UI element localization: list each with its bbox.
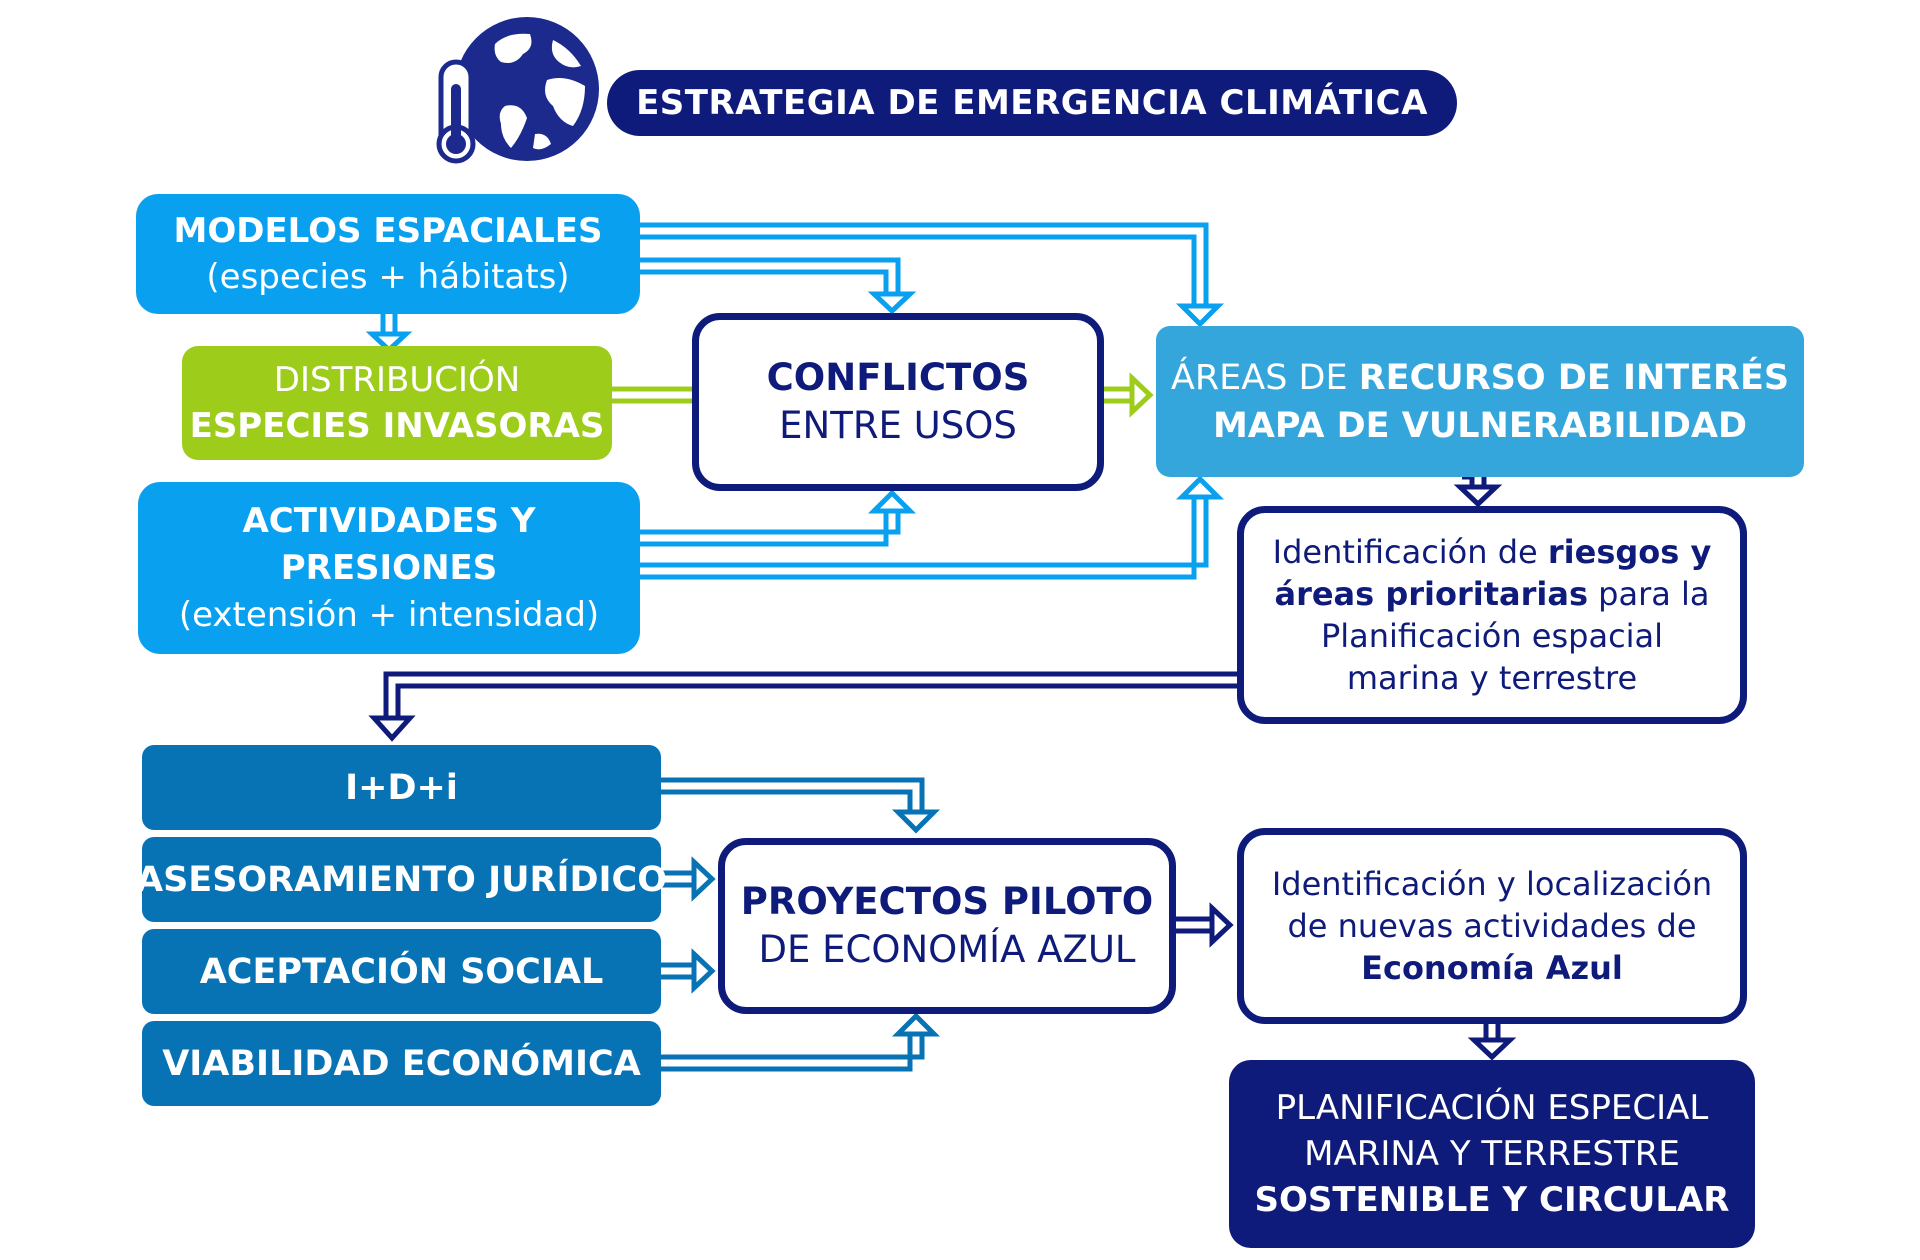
proyectos-title: PROYECTOS PILOTO [740, 880, 1154, 923]
viabilidad-label: VIABILIDAD ECONÓMICA [162, 1043, 641, 1084]
areas-line2: MAPA DE VULNERABILIDAD [1212, 405, 1748, 446]
arrow-modelos-to-distribucion [365, 314, 413, 354]
arrow-proyectos-to-identificacion2 [1176, 902, 1234, 948]
asesoramiento-label: ASESORAMIENTO JURÍDICO [136, 859, 667, 900]
areas-line1-bold: RECURSO DE INTERÉS [1358, 357, 1790, 398]
modelos-title: MODELOS ESPACIALES [173, 211, 603, 251]
identificacion1-line3: Planificación espacial [1320, 617, 1664, 655]
box-proyectos-piloto: PROYECTOS PILOTO DE ECONOMÍA AZUL [718, 838, 1176, 1014]
box-distribucion-especies-invasoras: DISTRIBUCIÓN ESPECIES INVASORAS [182, 346, 612, 460]
actividades-line1: ACTIVIDADES Y [242, 500, 536, 541]
box-asesoramiento-juridico: ASESORAMIENTO JURÍDICO [136, 837, 667, 922]
arrow-conflictos-to-areas [1104, 372, 1154, 418]
arrow-idi-to-proyectos [661, 777, 941, 834]
box-identificacion-economia-azul: Identificación y localización de nuevas … [1237, 828, 1747, 1024]
arrow-identificacion-to-idi [368, 671, 1237, 742]
identificacion1-line4: marina y terrestre [1346, 659, 1638, 697]
identificacion1-line1: Identificación de riesgos y [1273, 531, 1712, 573]
globe-thermometer-icon [436, 17, 599, 164]
arrow-modelos-to-conflictos [640, 257, 917, 315]
box-actividades-presiones: ACTIVIDADES Y PRESIONES (extensión + int… [138, 482, 640, 654]
proyectos-subtitle: DE ECONOMÍA AZUL [758, 928, 1136, 971]
box-idi: I+D+i [142, 745, 661, 830]
arrow-actividades-to-areas [640, 475, 1225, 580]
areas-line1-prefix: ÁREAS DE [1170, 357, 1359, 398]
distribucion-line2: ESPECIES INVASORAS [189, 406, 605, 446]
arrow-identificacion2-to-planificacion [1467, 1024, 1517, 1061]
idi-label: I+D+i [345, 767, 458, 808]
planificacion-line1: PLANIFICACIÓN ESPECIAL [1275, 1088, 1709, 1128]
arrow-areas-to-identificacion [1453, 474, 1503, 508]
arrow-actividades-to-conflictos [640, 489, 917, 547]
aceptacion-label: ACEPTACIÓN SOCIAL [199, 951, 604, 992]
identificacion2-line3: Economía Azul [1361, 949, 1623, 987]
identificacion1-line1-bold: riesgos y [1547, 533, 1712, 571]
box-aceptacion-social: ACEPTACIÓN SOCIAL [142, 929, 661, 1014]
modelos-subtitle: (especies + hábitats) [206, 257, 570, 297]
identificacion2-line2: de nuevas actividades de [1287, 907, 1697, 945]
conflictos-subtitle: ENTRE USOS [779, 404, 1017, 447]
conflictos-title: CONFLICTOS [766, 356, 1030, 399]
box-areas-recurso-interes: ÁREAS DE RECURSO DE INTERÉS MAPA DE VULN… [1156, 326, 1804, 477]
actividades-line3: (extensión + intensidad) [178, 594, 600, 635]
identificacion2-line1: Identificación y localización [1271, 865, 1713, 903]
arrow-modelos-to-areas [640, 222, 1225, 328]
identificacion1-line1-normal: Identificación de [1272, 533, 1548, 571]
arrow-asesoramiento-to-proyectos [661, 856, 716, 902]
identificacion1-line2-bold: áreas prioritarias [1274, 575, 1588, 613]
actividades-line2: PRESIONES [280, 547, 498, 588]
identificacion1-line2: áreas prioritarias para la [1274, 573, 1709, 615]
areas-line1: ÁREAS DE RECURSO DE INTERÉS [1171, 354, 1789, 402]
arrow-distribucion-to-conflictos [612, 386, 692, 404]
distribucion-line1: DISTRIBUCIÓN [273, 360, 521, 400]
box-viabilidad-economica: VIABILIDAD ECONÓMICA [142, 1021, 661, 1106]
identificacion1-line2-normal: para la [1588, 575, 1710, 613]
planificacion-line3: SOSTENIBLE Y CIRCULAR [1254, 1180, 1730, 1220]
box-identificacion-riesgos: Identificación de riesgos y áreas priori… [1237, 506, 1747, 724]
box-modelos-espaciales: MODELOS ESPACIALES (especies + hábitats) [136, 194, 640, 314]
arrow-viabilidad-to-proyectos [661, 1012, 941, 1072]
box-planificacion-especial: PLANIFICACIÓN ESPECIAL MARINA Y TERRESTR… [1229, 1060, 1755, 1248]
title-banner: ESTRATEGIA DE EMERGENCIA CLIMÁTICA [607, 70, 1457, 136]
title-text: ESTRATEGIA DE EMERGENCIA CLIMÁTICA [636, 83, 1428, 123]
arrow-aceptacion-to-proyectos [661, 948, 716, 994]
box-conflictos-entre-usos: CONFLICTOS ENTRE USOS [692, 313, 1104, 491]
planificacion-line2: MARINA Y TERRESTRE [1304, 1134, 1680, 1174]
